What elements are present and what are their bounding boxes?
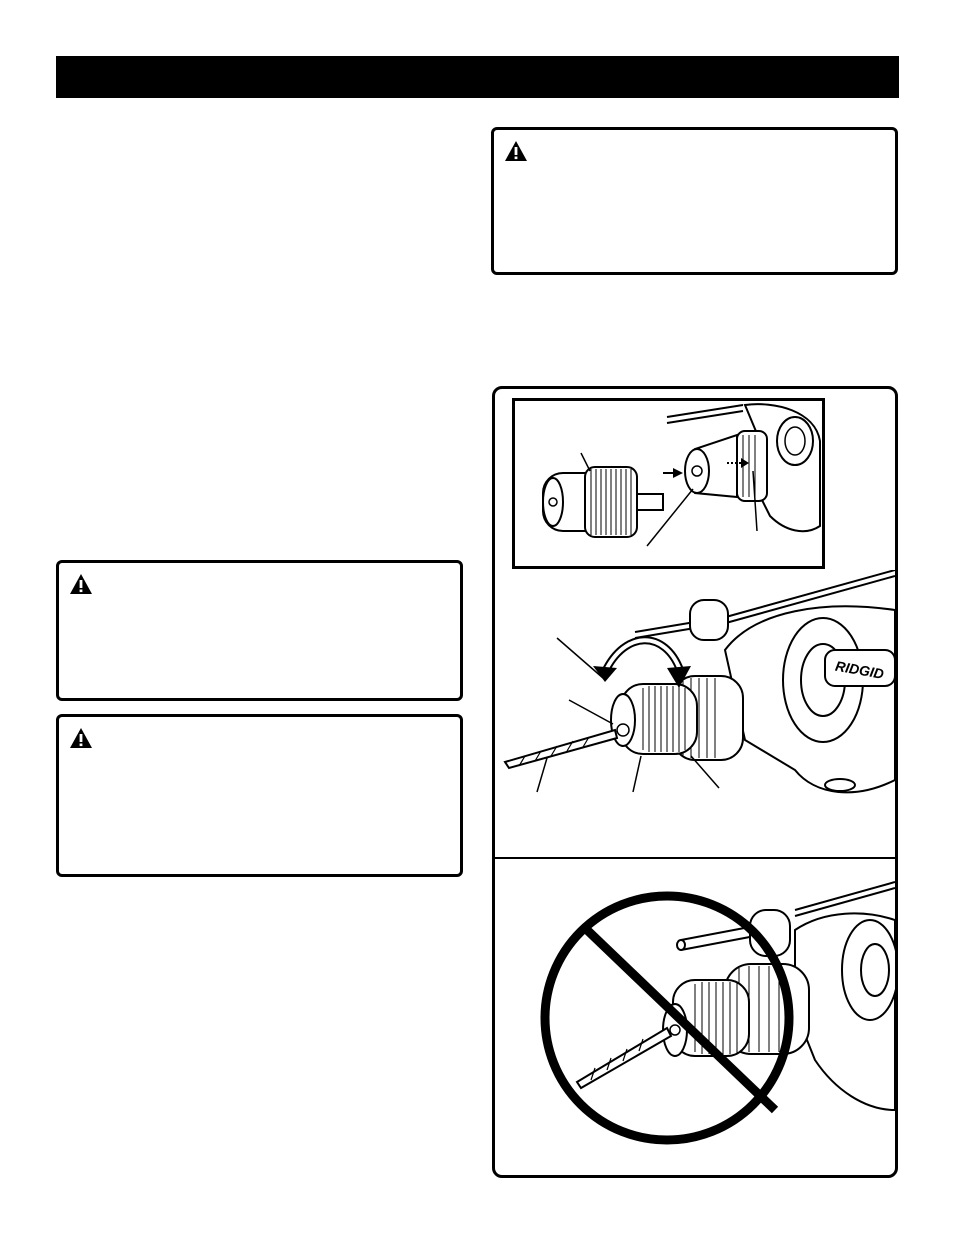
bit-tightening-drawing: RIDGID bbox=[503, 570, 895, 794]
section-header-bar bbox=[56, 56, 899, 98]
warning-box-left-1 bbox=[56, 560, 463, 701]
warning-box-left-2 bbox=[56, 714, 463, 877]
figure-chuck-installation bbox=[512, 398, 825, 569]
warning-box-top bbox=[491, 127, 898, 275]
prohibited-icon bbox=[540, 891, 794, 1145]
warning-triangle-icon bbox=[70, 728, 92, 748]
figure-divider bbox=[495, 857, 895, 859]
incorrect-use-drawing bbox=[540, 881, 895, 1145]
chuck-installation-drawing bbox=[542, 403, 821, 547]
warning-triangle-icon bbox=[505, 141, 527, 161]
warning-triangle-icon bbox=[70, 574, 92, 594]
